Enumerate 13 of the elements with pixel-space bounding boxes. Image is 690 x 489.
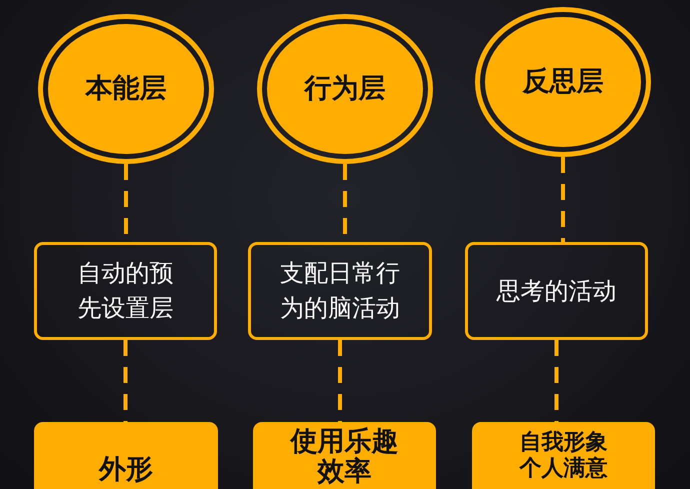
- filled-box: 外形: [34, 422, 218, 489]
- dashed-connector: [561, 157, 565, 242]
- outlined-box: 自动的预先设置层: [34, 242, 217, 340]
- filled-box: 自我形象个人满意: [472, 422, 655, 489]
- filled-box: 使用乐趣效率: [253, 422, 436, 489]
- ellipse-node: 行为层: [257, 14, 433, 164]
- ellipse-node: 反思层: [475, 7, 651, 157]
- ellipse-node: 本能层: [38, 14, 214, 164]
- dashed-connector: [338, 340, 342, 422]
- outlined-box: 思考的活动: [465, 242, 648, 340]
- dashed-connector: [554, 340, 558, 422]
- dashed-connector: [124, 340, 128, 422]
- outlined-box: 支配日常行为的脑活动: [248, 242, 432, 340]
